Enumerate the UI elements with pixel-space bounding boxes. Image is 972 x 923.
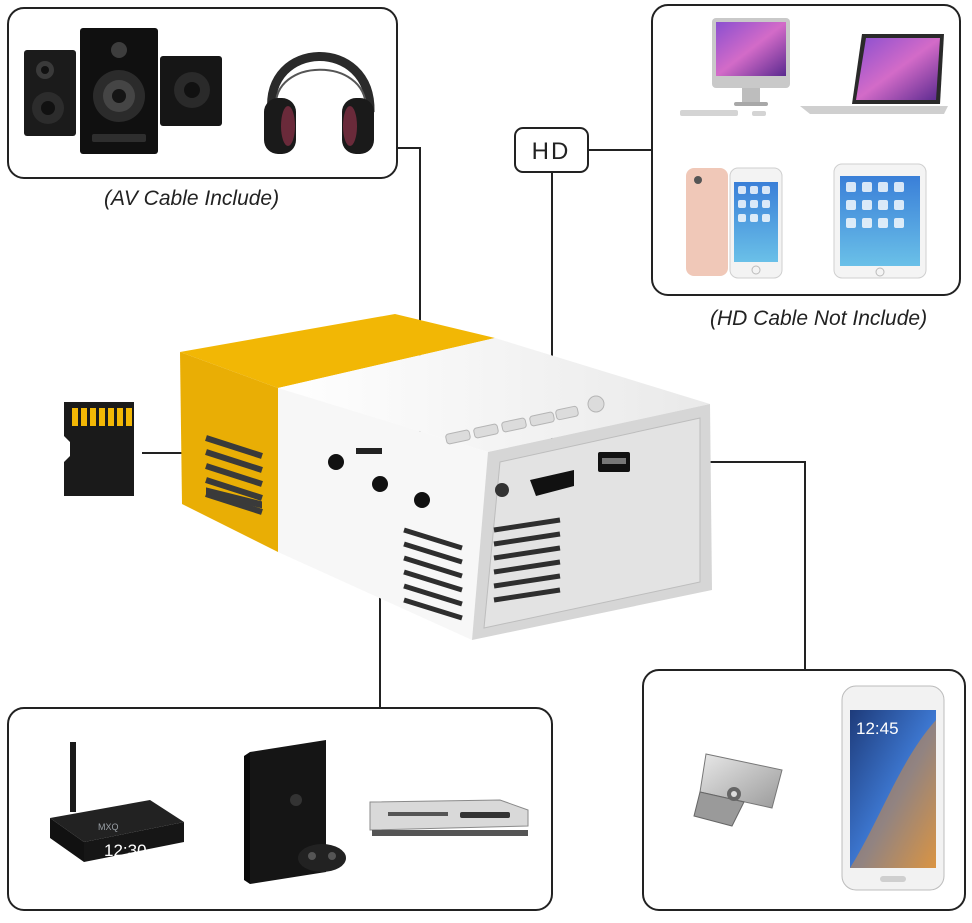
projector-body	[180, 314, 712, 640]
tv-box-icon: MXQ 12:30	[50, 742, 184, 862]
game-console-icon	[244, 740, 346, 884]
hd-caption: (HD Cable Not Include)	[710, 307, 927, 330]
tv-box-brand: MXQ	[98, 822, 119, 832]
headphones-icon	[264, 52, 375, 154]
dvd-player-icon	[369, 799, 529, 836]
micro-sd-card-icon	[64, 402, 134, 496]
tv-box-display: 12:30	[104, 841, 147, 860]
hd-badge-label: HD	[532, 138, 571, 165]
iphone-icon	[686, 167, 783, 279]
android-phone-icon: 12:45	[841, 685, 945, 891]
phone-clock: 12:45	[856, 719, 899, 738]
speaker-system-icon	[24, 28, 222, 154]
laptop-icon	[800, 34, 948, 114]
usb-flash-drive-icon	[693, 753, 783, 827]
imac-icon	[680, 18, 790, 116]
ipad-icon	[833, 163, 927, 279]
hd-badge	[514, 127, 589, 173]
av-caption: (AV Cable Include)	[104, 187, 279, 210]
